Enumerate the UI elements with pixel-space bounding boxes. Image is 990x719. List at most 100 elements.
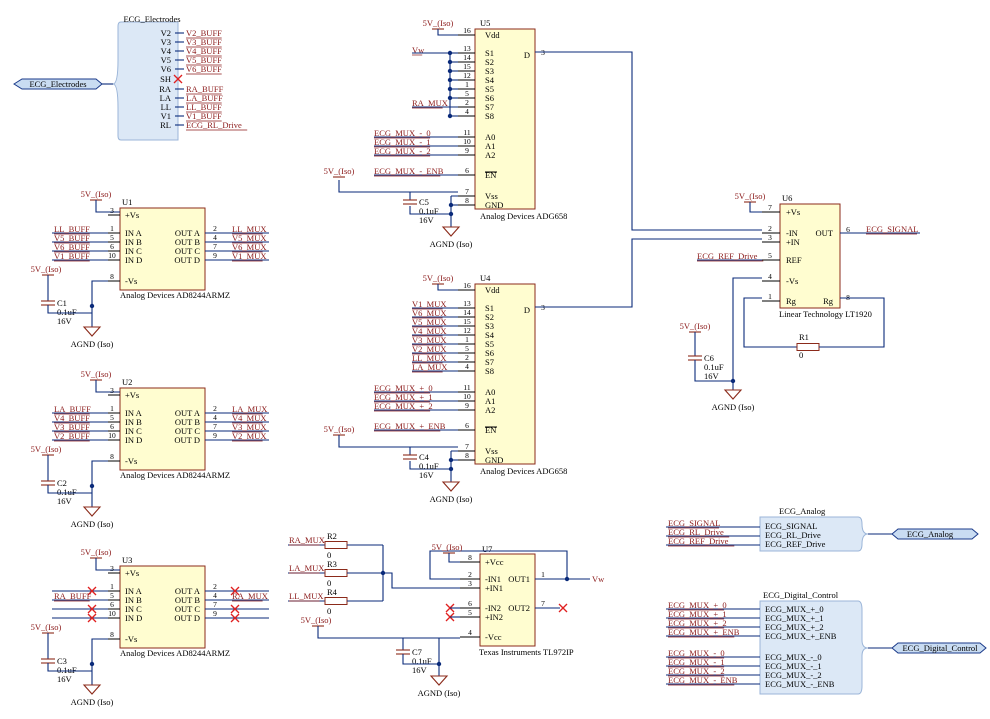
power-port-label: 5V_(Iso) xyxy=(432,542,463,552)
opamp-part-number: Texas Instruments TL972IP xyxy=(479,647,574,657)
cap-wire xyxy=(694,360,733,382)
mux-vss-wire xyxy=(338,435,411,455)
ground-icon xyxy=(429,675,449,686)
buffer-input-net: V2_BUFF xyxy=(54,431,90,441)
buffer-pin-name: OUT A xyxy=(175,586,201,596)
mux-pin-number: 16 xyxy=(463,26,471,35)
power-port-label: 5V_(Iso) xyxy=(301,615,332,625)
opamp-vcc-wire xyxy=(448,553,460,563)
mux-pin-name: Vdd xyxy=(485,285,500,295)
junction-dot xyxy=(564,576,570,582)
mux-pin-number: 13 xyxy=(463,44,471,53)
mux-pin-name: S6 xyxy=(485,93,494,103)
buffer-pin-name: -Vs xyxy=(125,456,137,466)
buffer-ic-body xyxy=(119,207,206,291)
mux-pin-name: S8 xyxy=(485,366,494,376)
mux-pin-number: 1 xyxy=(465,335,469,344)
resistor-input-net: LA_MUX xyxy=(289,563,324,573)
mux-source-net: LL_MUX xyxy=(412,353,446,363)
buffer-pin-name: IN B xyxy=(125,417,142,427)
buffer-input-net: V3_BUFF xyxy=(54,422,90,432)
buffer-pin-number: 6 xyxy=(110,422,114,431)
mux-pin-name: S5 xyxy=(485,339,494,349)
opamp-pin-number: 6 xyxy=(468,599,472,608)
electrode-pin-name: V3 xyxy=(161,37,171,47)
analog-entry-label: ECG_SIGNAL xyxy=(765,521,817,531)
mux-pin-name: A2 xyxy=(485,405,495,415)
capacitor-voltage: 16V xyxy=(419,215,435,225)
ground-icon xyxy=(441,481,461,492)
resistor-ref: R3 xyxy=(327,559,337,569)
ground-label: AGND (Iso) xyxy=(71,339,114,349)
capacitor-voltage: 16V xyxy=(419,470,435,480)
ground-label: AGND (Iso) xyxy=(712,402,755,412)
opamp-output-net: Vw xyxy=(592,574,605,584)
opamp-pin-number: 1 xyxy=(541,570,545,579)
mux-pin-number: 6 xyxy=(465,166,469,175)
mux-s7-net: RA_MUX xyxy=(412,98,448,108)
buffer-pin-name: +Vs xyxy=(125,568,139,578)
buffer-pin-name: OUT B xyxy=(175,417,200,427)
inamp-part-number: Linear Technology LT1920 xyxy=(779,309,872,319)
resistor-body xyxy=(324,597,348,605)
mux-source-net: V1_MUX xyxy=(412,299,446,309)
cap-wire xyxy=(317,626,404,650)
mux-pin-name: S3 xyxy=(485,321,494,331)
buffer-ic-body xyxy=(119,565,206,649)
buffer-pin-number: 9 xyxy=(213,431,217,440)
junction-dot xyxy=(447,50,453,56)
digital-entry-label: ECG_MUX_-_1 xyxy=(765,661,822,671)
buffer-output-net: V2_MUX xyxy=(232,431,266,441)
capacitor-voltage: 16V xyxy=(57,674,73,684)
inamp-pin-number: 1 xyxy=(768,292,772,301)
cap-wire xyxy=(47,663,92,672)
opamp-pin-number: 3 xyxy=(468,579,472,588)
inamp-ref-net: ECG_REF_Drive xyxy=(697,251,758,261)
opamp-feedback-wire xyxy=(429,550,568,580)
buffer-pin-name: IN D xyxy=(125,435,142,445)
capacitor-value: 0.1uF xyxy=(57,665,77,675)
buffer-pin-name: IN C xyxy=(125,426,142,436)
opamp-pin-number: 8 xyxy=(468,553,472,562)
junction-dot xyxy=(448,211,454,217)
buffer-pin-name: OUT D xyxy=(174,435,200,445)
analog-harness-title: ECG_Analog xyxy=(779,506,826,516)
electrode-pin-name: LA xyxy=(160,93,172,103)
mux-pin-name: S4 xyxy=(485,330,495,340)
buffer-output-net: LA_MUX xyxy=(232,404,267,414)
rg-wire xyxy=(743,297,797,348)
buffer-input-net: V1_BUFF xyxy=(54,251,90,261)
buffer-input-net: LA_BUFF xyxy=(54,404,91,414)
digital-entry-label: ECG_MUX_-_0 xyxy=(765,652,822,662)
buffer-pin-number: 4 xyxy=(213,413,217,422)
buffer-input-net: V6_BUFF xyxy=(54,242,90,252)
mux-pin-number: 14 xyxy=(463,53,471,62)
electrode-net-label: ECG_RL_Drive xyxy=(186,120,242,130)
capacitor-ref: C2 xyxy=(57,478,67,488)
digital-entry-label: ECG_MUX_+_ENB xyxy=(765,631,837,641)
power-port-label: 5V_(Iso) xyxy=(680,321,711,331)
electrodes-port-label: ECG_Electrodes xyxy=(29,79,86,89)
no-connect-icon xyxy=(87,604,97,614)
analog-net-label: ECG_RL_Drive xyxy=(668,527,724,537)
mux-address-net: ECG_MUX_+_2 xyxy=(374,401,433,411)
buffer-pin-name: OUT D xyxy=(174,613,200,623)
digital-net-label: ECG_MUX_-_2 xyxy=(668,666,725,676)
buffer-output-net: V5_MUX xyxy=(232,233,266,243)
digital-net-label: ECG_MUX_-_ENB xyxy=(668,675,738,685)
electrode-pin-name: RL xyxy=(160,120,171,130)
opamp-pin-name: +IN1 xyxy=(485,583,503,593)
electrode-pin-name: SH xyxy=(160,74,171,84)
buffer-pin-number: 2 xyxy=(213,404,217,413)
buffer-pin-number: 8 xyxy=(110,630,114,639)
buffer-pin-name: OUT C xyxy=(175,246,200,256)
capacitor-value: 0.1uF xyxy=(419,461,439,471)
electrode-net-label: V5_BUFF xyxy=(186,55,222,65)
mux-source-net: Vw xyxy=(412,45,425,55)
mux-pin-name: S2 xyxy=(485,312,494,322)
mux-source-net: LA_MUX xyxy=(412,362,447,372)
buffer-pin-name: IN A xyxy=(125,408,143,418)
opamp-pin-name: -IN2 xyxy=(485,603,501,613)
digital-net-label: ECG_MUX_-_1 xyxy=(668,657,725,667)
buffer-pin-name: OUT B xyxy=(175,237,200,247)
